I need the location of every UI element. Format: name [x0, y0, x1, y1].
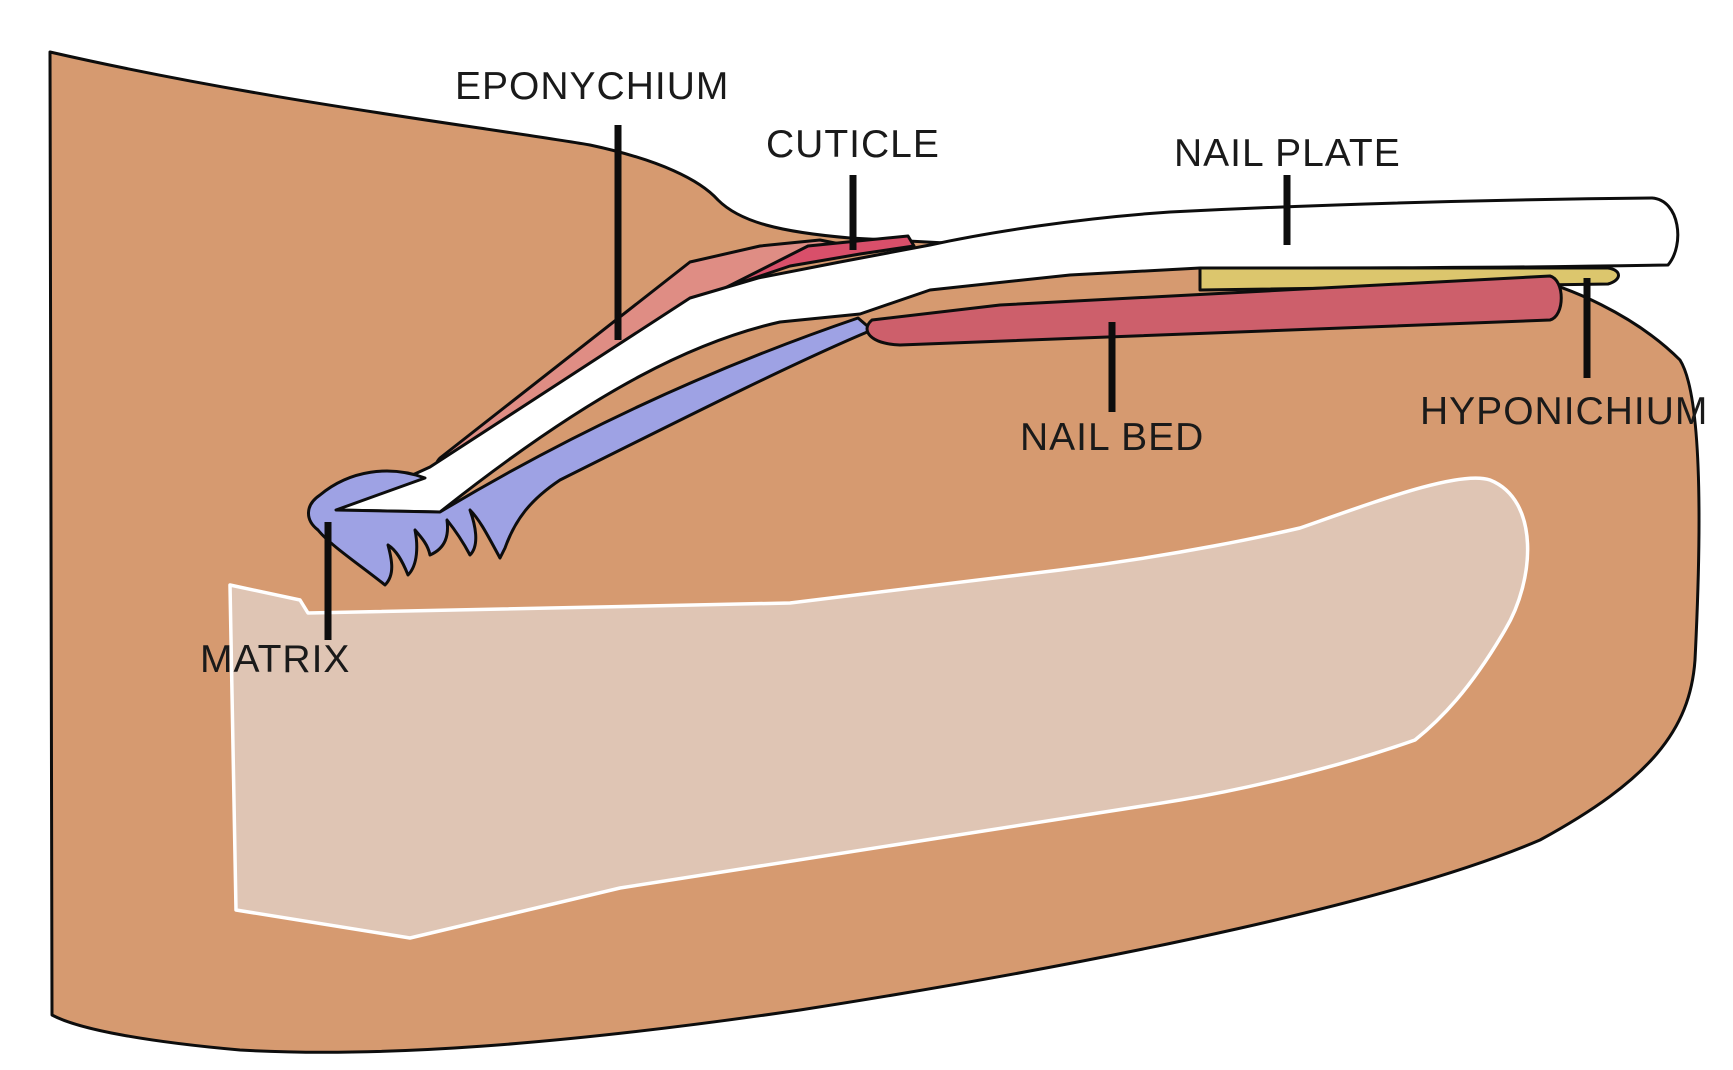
eponychium-label: EPONYCHIUM: [455, 65, 729, 108]
nail-bed-shape: [865, 274, 1563, 347]
nail-plate-shape: [334, 196, 1680, 514]
nail-bed-label: NAIL BED: [1020, 416, 1204, 459]
matrix-shape: [307, 316, 874, 587]
hyponichium-label: HYPONICHIUM: [1420, 390, 1708, 433]
nail-plate-label: NAIL PLATE: [1174, 132, 1401, 175]
cuticle-shape: [723, 234, 916, 290]
matrix-label: MATRIX: [200, 638, 350, 681]
cuticle-label: CUTICLE: [766, 123, 940, 166]
bone: [228, 476, 1530, 940]
